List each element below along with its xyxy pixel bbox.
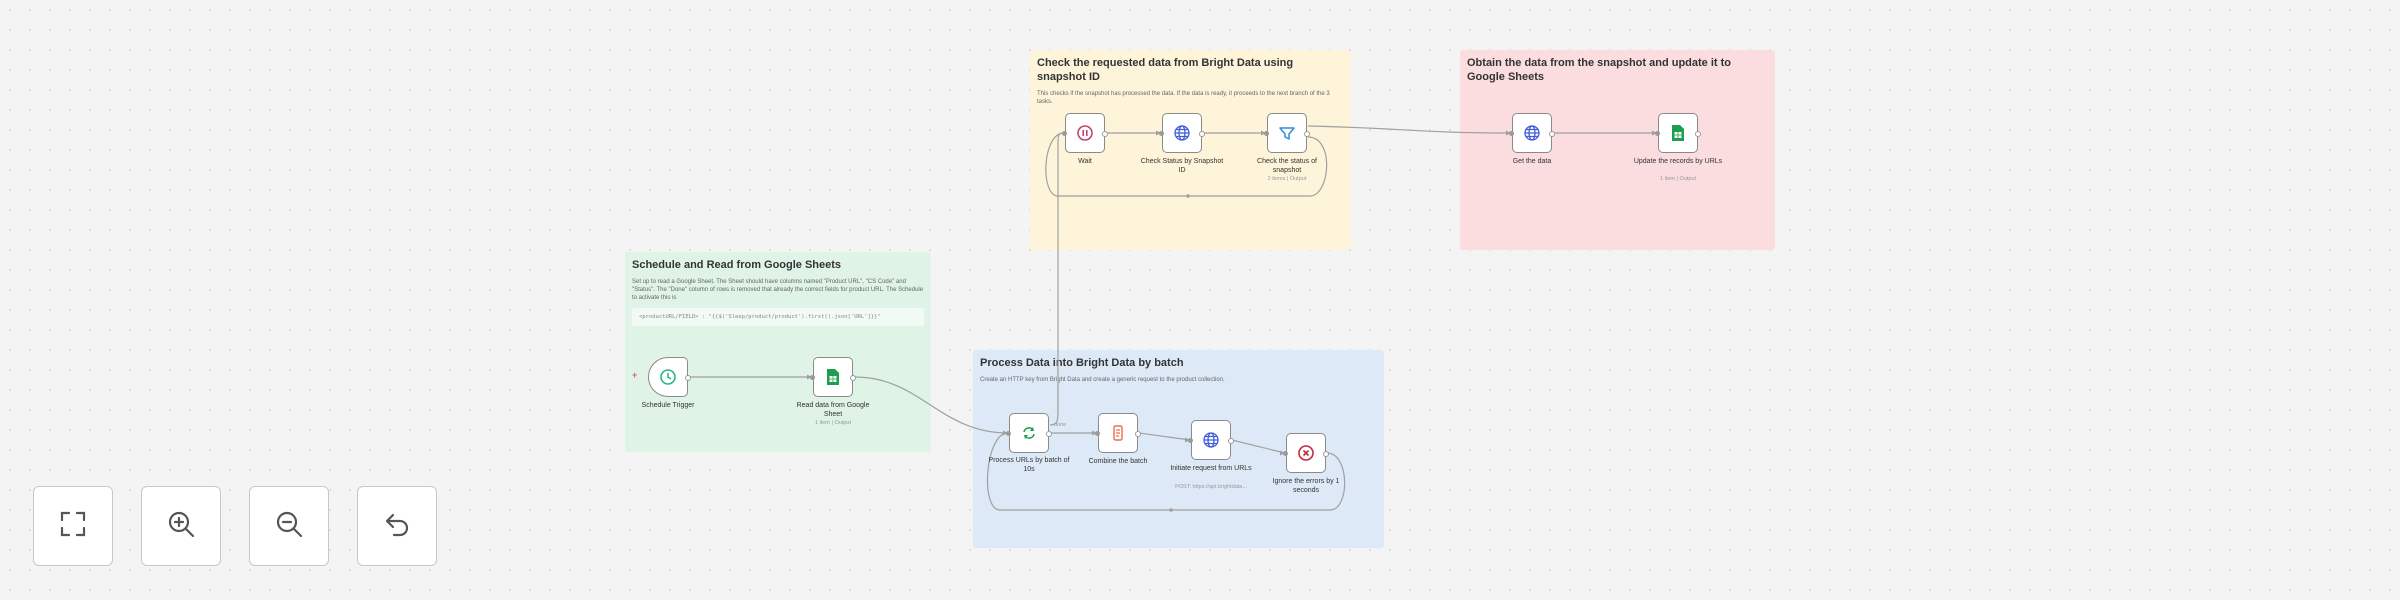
node-sublabel: 1 item | Output (815, 420, 851, 426)
node-label: Ignore the errors by 1 seconds (1272, 478, 1340, 494)
node-combine-batch[interactable] (1095, 413, 1141, 453)
node-label: Process URLs by batch of 10s (988, 457, 1070, 473)
globe-icon (1173, 124, 1191, 142)
edge-ignore-loop-back (986, 432, 1346, 511)
google-sheets-icon (1669, 124, 1687, 142)
sticky-description: Set up to read a Google Sheet. The Sheet… (632, 279, 924, 301)
edge-read-to-process (854, 376, 1009, 434)
pause-icon (1076, 124, 1094, 142)
node-label: Update the records by URLs (1633, 158, 1723, 165)
input-port[interactable] (1062, 130, 1067, 136)
node-label: Check the status of snapshot (1257, 158, 1317, 174)
fit-view-button[interactable] (33, 486, 113, 566)
output-port[interactable] (1228, 437, 1234, 444)
output-port[interactable] (1304, 130, 1310, 137)
input-port[interactable] (810, 374, 815, 380)
node-check-status-of-snapshot[interactable] (1264, 113, 1310, 153)
output-port[interactable] (1323, 450, 1329, 457)
zoom-out-button[interactable] (249, 486, 329, 566)
node-wait[interactable] (1062, 113, 1108, 153)
sticky-description: Create an HTTP key from Bright Data and … (980, 377, 1225, 383)
edge-process-done-to-wait (1049, 132, 1066, 426)
node-label: Initiate request from URLs (1170, 465, 1252, 472)
loop-icon (1020, 424, 1038, 442)
globe-icon (1202, 431, 1220, 449)
zoom-in-icon (166, 509, 196, 544)
sticky-title: Check the requested data from Bright Dat… (1037, 57, 1294, 83)
clock-icon (659, 368, 677, 386)
undo-icon (382, 509, 412, 544)
globe-icon (1523, 124, 1541, 142)
input-port[interactable] (1188, 437, 1193, 443)
input-port[interactable] (1159, 130, 1164, 136)
edge-filter-to-get-data (1307, 125, 1512, 134)
input-port[interactable] (1006, 430, 1011, 436)
node-initiate-request[interactable] (1188, 420, 1234, 460)
node-check-status-snapshot-id[interactable] (1159, 113, 1205, 153)
node-label: Combine the batch (1088, 458, 1148, 465)
edge-filter-loop-back (1045, 132, 1328, 197)
add-trigger-icon[interactable]: + (632, 370, 638, 380)
node-sublabel: done (1054, 422, 1067, 428)
sticky-schedule-read[interactable]: Schedule and Read from Google Sheets Set… (625, 252, 931, 452)
node-ignore-errors[interactable] (1283, 433, 1329, 473)
input-port[interactable] (1095, 430, 1100, 436)
sticky-code-snippet: <productURL/FIELD> : "{{$('Sleep/product… (632, 308, 924, 326)
node-sublabel: 1 item | Output (1660, 176, 1696, 182)
node-update-records[interactable] (1655, 113, 1701, 153)
node-process-urls-batch[interactable] (1006, 413, 1052, 453)
node-label: Wait (1078, 158, 1092, 165)
output-port[interactable] (850, 374, 856, 381)
output-port[interactable] (1199, 130, 1205, 137)
node-label: Get the data (1512, 158, 1552, 165)
reset-zoom-button[interactable] (357, 486, 437, 566)
node-sublabel: POST: https://api.brightdata... (1175, 484, 1247, 490)
sticky-title: Process Data into Bright Data by batch (980, 357, 1184, 369)
node-label: Check Status by Snapshot ID (1140, 158, 1224, 174)
fit-view-icon (58, 509, 88, 544)
edge-initiate-to-ignore (1231, 439, 1286, 454)
zoom-in-button[interactable] (141, 486, 221, 566)
output-port[interactable] (1135, 430, 1141, 437)
node-get-the-data[interactable] (1509, 113, 1555, 153)
sticky-title: Obtain the data from the snapshot and up… (1467, 57, 1732, 83)
filter-icon (1278, 124, 1296, 142)
node-schedule-trigger[interactable] (648, 357, 691, 397)
code-icon (1109, 424, 1127, 442)
sticky-description: This checks if the snapshot has processe… (1037, 91, 1330, 105)
output-port[interactable] (1549, 130, 1555, 137)
zoom-out-icon (274, 509, 304, 544)
output-port[interactable] (1102, 130, 1108, 137)
output-port[interactable] (685, 374, 691, 381)
input-port[interactable] (1509, 130, 1514, 136)
google-sheets-icon (824, 368, 842, 386)
node-label: Read data from Google Sheet (796, 402, 870, 418)
node-sublabel: 2 items | Output (1267, 176, 1307, 182)
output-port[interactable] (1695, 130, 1701, 137)
input-port[interactable] (1655, 130, 1660, 136)
edge-combine-to-initiate (1138, 432, 1191, 441)
output-port[interactable] (1046, 430, 1052, 437)
input-port[interactable] (1264, 130, 1269, 136)
sticky-title: Schedule and Read from Google Sheets (632, 259, 842, 271)
node-label: Schedule Trigger (641, 402, 695, 409)
input-port[interactable] (1283, 450, 1288, 456)
stop-icon (1297, 444, 1315, 462)
node-read-google-sheet[interactable] (810, 357, 856, 397)
